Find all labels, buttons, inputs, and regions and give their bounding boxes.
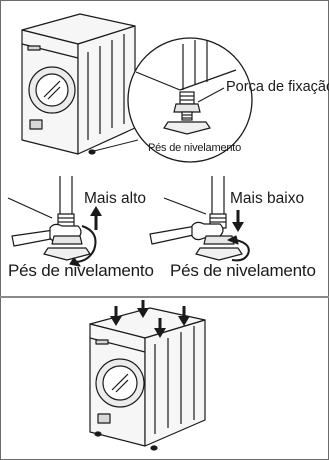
- leveling-foot-icon: [163, 91, 211, 135]
- wrench-icon: [149, 221, 224, 245]
- down-arrow-icon: [110, 300, 190, 338]
- leveling-feet-callout-label: Pés de nivelamento: [148, 142, 242, 154]
- leveling-foot-zoom-callout: [127, 37, 253, 163]
- higher-label: Mais alto: [84, 190, 147, 207]
- section-divider: [0, 296, 329, 298]
- lower-foot-illustration: [149, 176, 250, 262]
- lower-label: Mais baixo: [230, 190, 305, 207]
- rotate-arrow-icon: [73, 225, 97, 263]
- rotate-arrow-icon: [231, 239, 250, 262]
- down-arrow-icon: [232, 210, 244, 232]
- washing-machine-icon: [89, 307, 206, 451]
- washing-machine-icon: [21, 13, 136, 155]
- leveling-feet-label-right: Pés de nivelamento: [170, 261, 316, 280]
- raise-foot-illustration: [7, 176, 102, 267]
- fixing-nut-label: Porca de fixação: [226, 79, 329, 95]
- up-arrow-icon: [90, 206, 102, 230]
- leveling-feet-label-left: Pés de nivelamento: [8, 261, 154, 280]
